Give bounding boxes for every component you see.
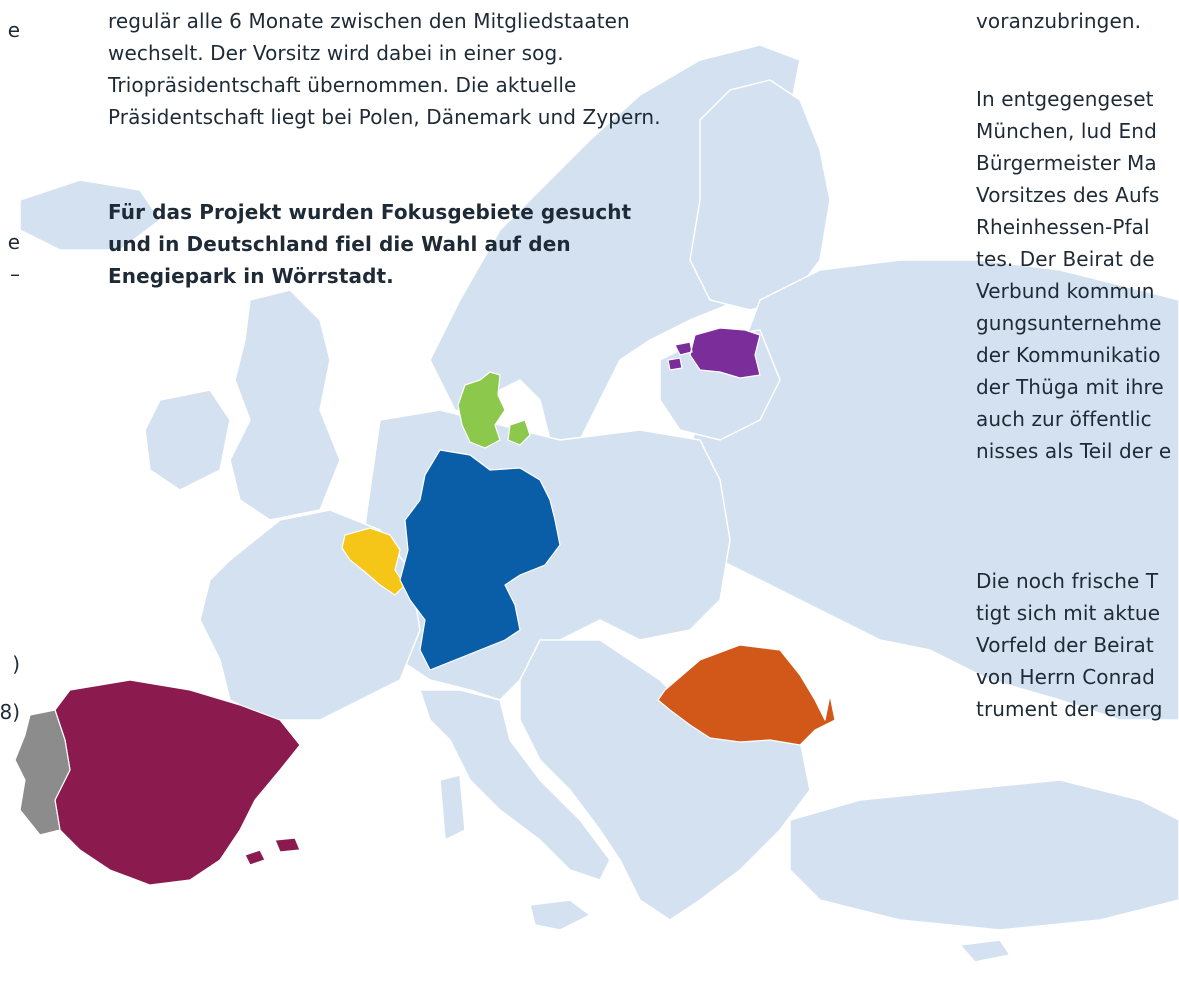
right-p3-line-1: Die noch frische T [976,569,1159,593]
right-p3-line-4: von Herrn Conrad [976,665,1155,689]
left-fragment-3: – [10,262,20,286]
right-p2-line-12: nisses als Teil der e [976,439,1172,463]
right-p3-line-2: tigt sich mit aktue [976,601,1161,625]
romania-highlight [657,644,836,746]
center-bold-line-3: Enegiepark in Wörrstadt. [108,264,394,288]
right-column: voranzubringen. In entgegengeset München… [976,0,1179,984]
right-p2-line-3: Bürgermeister Ma [976,151,1157,175]
left-fragment-5: 8) [0,700,20,724]
left-column-fragments: e e – ) 8) [0,0,20,984]
left-fragment-2: e [7,230,20,254]
center-p1-line-2: wechselt. Der Vorsitz wird dabei in eine… [108,41,564,65]
right-p2-line-7: Verbund kommun [976,279,1155,303]
right-top-line: voranzubringen. [976,5,1141,37]
sardinia-region [439,774,466,841]
center-bold-line-2: und in Deutschland fiel die Wahl auf den [108,232,571,256]
germany-highlight [399,449,561,671]
turkey-region [789,779,1179,931]
highlighted-countries [14,327,836,886]
center-p1-line-4: Präsidentschaft liegt bei Polen, Dänemar… [108,105,661,129]
portugal-highlight [14,709,71,836]
sicily-region [529,899,591,931]
right-p2-line-10: der Thüga mit ihre [976,375,1164,399]
center-bold-paragraph: Für das Projekt wurden Fokusgebiete gesu… [108,196,631,292]
right-p3-line-3: Vorfeld der Beirat [976,633,1154,657]
ireland-region [144,389,231,491]
center-p1-line-1: regulär alle 6 Monate zwischen den Mitgl… [108,9,630,33]
finland-region [689,79,831,311]
right-top-line-text: voranzubringen. [976,9,1142,33]
uk-region [229,289,341,521]
left-fragment-4: ) [12,652,20,676]
right-p2-line-11: auch zur öffentlic [976,407,1152,431]
right-p2-line-5: Rheinhessen-Pfal [976,215,1150,239]
right-p2-line-2: München, lud End [976,119,1157,143]
center-p1-line-3: Triopräsidentschaft übernommen. Die aktu… [108,73,577,97]
right-p3-line-5: trument der energ [976,697,1163,721]
right-paragraph-3: Die noch frische T tigt sich mit aktue V… [976,565,1163,725]
right-p2-line-9: der Kommunikatio [976,343,1161,367]
belgium-highlight [341,527,406,596]
center-paragraph-1: regulär alle 6 Monate zwischen den Mitgl… [108,5,661,133]
denmark-highlight [457,371,531,449]
center-bold-line-1: Für das Projekt wurden Fokusgebiete gesu… [108,200,632,224]
right-p2-line-1: In entgegengeset [976,87,1154,111]
italy-region [419,689,611,881]
left-fragment-1: e [7,18,20,42]
right-p2-line-4: Vorsitzes des Aufs [976,183,1160,207]
estonia-highlight [667,327,761,379]
cyprus-region [959,939,1011,963]
right-p2-line-6: tes. Der Beirat de [976,247,1155,271]
right-p2-line-8: gungsunternehme [976,311,1162,335]
iceland-region [19,179,161,251]
right-paragraph-2: In entgegengeset München, lud End Bürger… [976,83,1171,467]
